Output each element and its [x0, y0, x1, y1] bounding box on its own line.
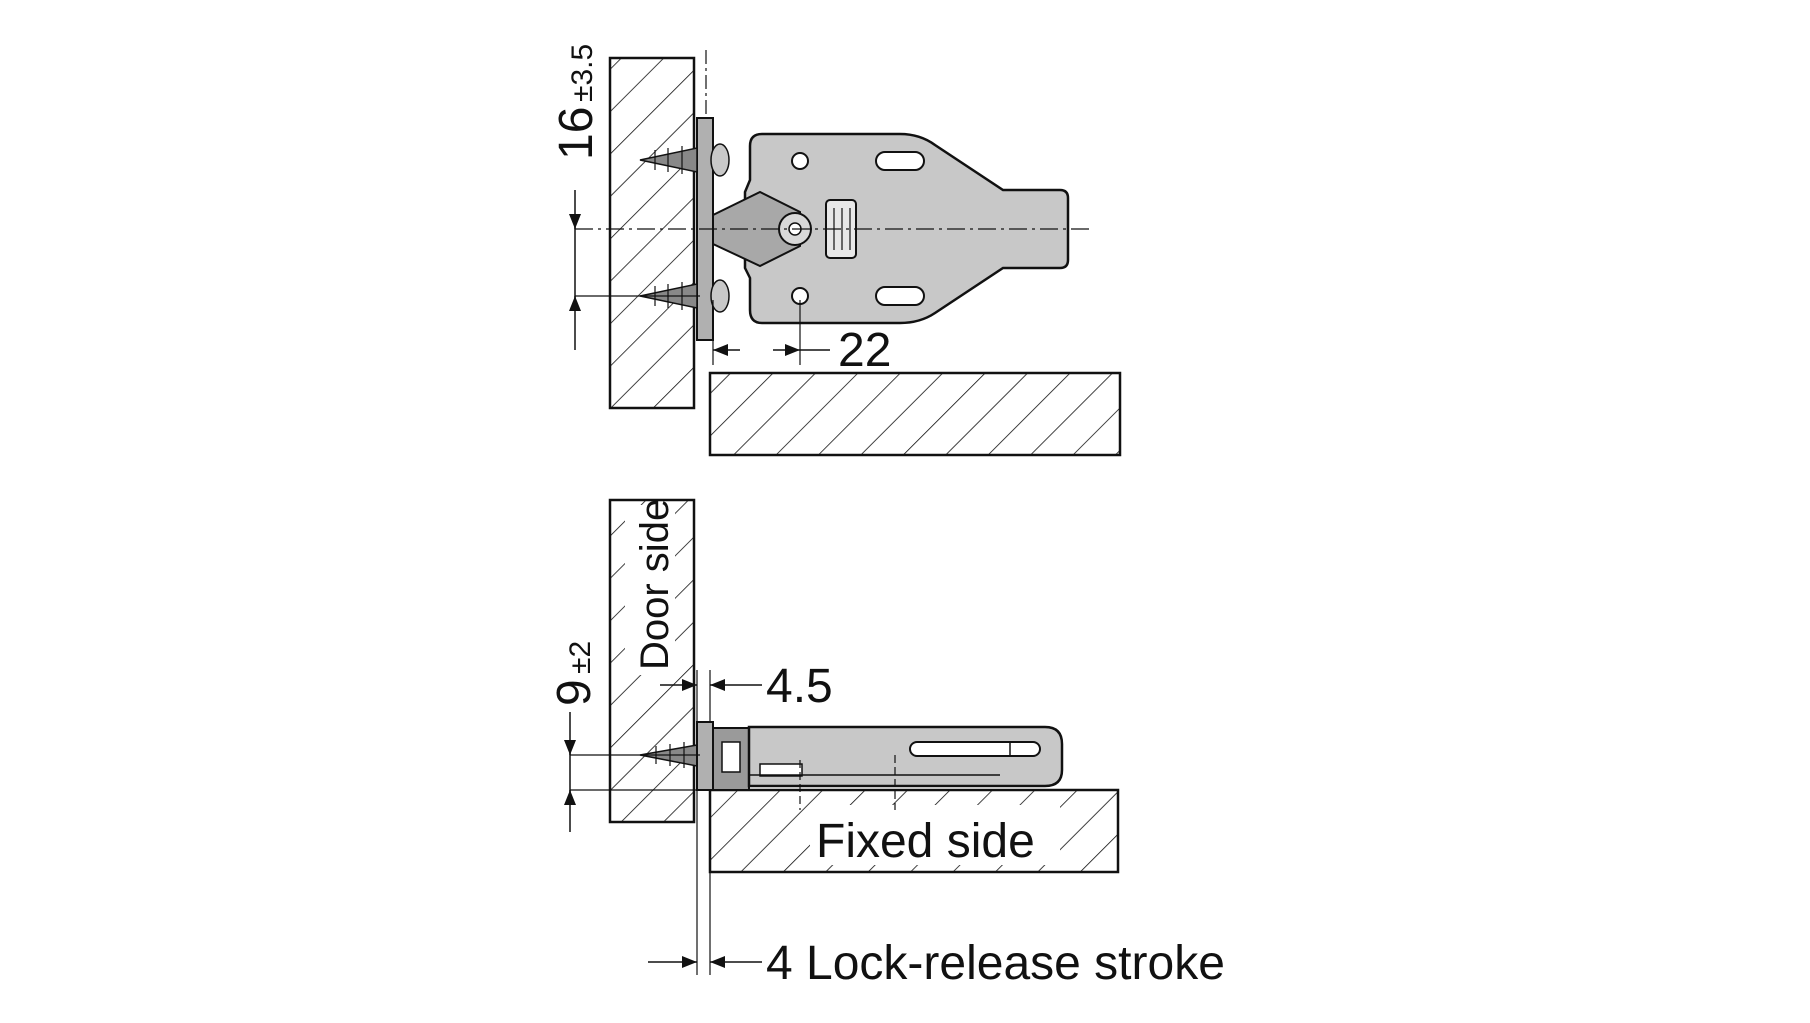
catch-body-top: [743, 132, 1070, 325]
dim-depth-value: 22: [838, 324, 891, 377]
dim-stroke-label: 4 Lock-release stroke: [766, 937, 1225, 990]
latch-arm: [712, 190, 801, 268]
dim-height-value: 16: [550, 107, 603, 160]
door-panel-top: [608, 56, 696, 410]
fixed-panel-top: [708, 371, 1122, 457]
mounting-hole: [791, 152, 809, 170]
side-view: Door side Fixed side 9 ±2: [548, 498, 1225, 990]
dim-gap-value: 4.5: [766, 660, 833, 713]
door-side-label: Door side: [633, 499, 677, 670]
fixed-side-label: Fixed side: [816, 815, 1035, 868]
slot-hole: [875, 151, 925, 171]
dim-height-tolerance: ±3.5: [566, 44, 599, 102]
top-view: 16 ±3.5 22: [550, 44, 1122, 457]
dim-offset-value: 9: [548, 679, 601, 706]
dim-offset-tolerance: ±2: [564, 641, 597, 674]
screw-upper: [639, 143, 730, 177]
slot-hole: [875, 286, 925, 306]
